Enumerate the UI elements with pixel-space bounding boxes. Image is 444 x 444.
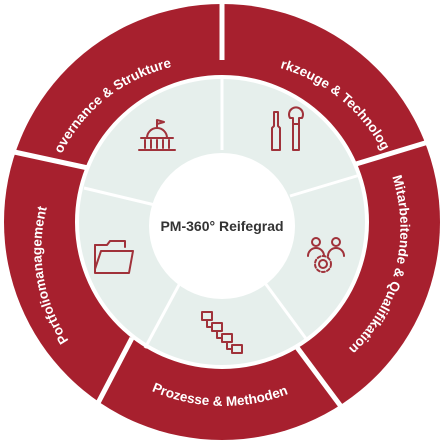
ring-divider — [4, 147, 89, 171]
inner-divider — [143, 282, 182, 349]
ring-divider — [293, 344, 363, 434]
ring-divider — [355, 137, 436, 167]
screwdriver-wrench-icon — [271, 106, 304, 151]
inner-divider — [263, 282, 309, 341]
inner-divider — [289, 173, 361, 198]
center-hub: PM-360° Reifegrad — [149, 153, 295, 299]
center-title: PM-360° Reifegrad — [160, 218, 283, 234]
government-building-icon — [138, 119, 176, 151]
inner-divider — [83, 186, 156, 207]
center-circle — [149, 153, 295, 299]
team-gear-icon — [307, 237, 345, 273]
ring-divider — [83, 336, 135, 428]
process-flow-icon — [201, 311, 243, 354]
folder-icon — [94, 240, 134, 274]
